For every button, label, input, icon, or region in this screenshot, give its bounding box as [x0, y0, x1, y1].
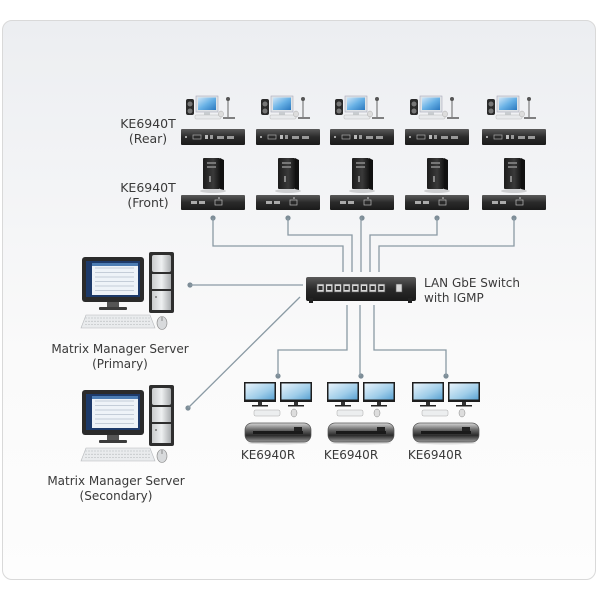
receiver-station: [244, 382, 312, 445]
keyboard-icon: [194, 114, 222, 120]
tx-rear-unit: [482, 95, 546, 145]
tx-front-model: KE6940T: [120, 180, 176, 195]
rx-connector-dot: [358, 373, 364, 379]
tx-rear-unit: [256, 95, 320, 145]
mouse-icon: [458, 408, 466, 418]
keyboard-icon: [418, 114, 446, 120]
keyboard-icon: [343, 114, 371, 120]
keyboard-icon: [336, 409, 364, 417]
keyboard-icon: [269, 114, 297, 120]
receiver-station: [327, 382, 395, 445]
tx-front-unit: [256, 158, 320, 210]
ke6940t-front-device: [330, 195, 394, 210]
tx-switch-cable: [287, 218, 353, 272]
screen-window: [92, 396, 138, 428]
tx-front-side: (Front): [127, 195, 169, 210]
receiver-label-1: KE6940R: [240, 448, 296, 462]
tx-switch-cable: [212, 218, 344, 272]
mouse-icon: [218, 110, 224, 118]
pc-tower-icon: [427, 158, 444, 189]
tx-rear-label: KE6940T (Rear): [108, 116, 188, 146]
server-secondary-cable: [187, 296, 301, 409]
tx-front-label: KE6940T (Front): [108, 180, 188, 210]
server-primary-name: Matrix Manager Server: [51, 342, 189, 356]
mouse-icon: [519, 110, 525, 118]
server-primary-label: Matrix Manager Server (Primary): [40, 342, 200, 372]
mouse-icon: [156, 449, 168, 463]
lan-switch: [306, 277, 416, 303]
tx-front-unit: [405, 158, 469, 210]
ke6940t-front-device: [405, 195, 469, 210]
keyboard-icon: [253, 409, 281, 417]
keyboard-icon: [495, 114, 523, 120]
tx-rear-unit: [330, 95, 394, 145]
tx-switch-cable: [369, 218, 438, 272]
switch-rx-cable: [373, 305, 447, 376]
receiver-label-2: KE6940R: [323, 448, 379, 462]
mouse-icon: [156, 316, 168, 330]
switch-rx-cable: [277, 305, 348, 376]
server-secondary-name: Matrix Manager Server: [47, 474, 185, 488]
matrix-manager-server-secondary: [80, 385, 174, 463]
mouse-icon: [290, 408, 298, 418]
matrix-manager-server-primary: [80, 252, 174, 330]
tx-switch-cable: [360, 217, 362, 272]
tx-rear-unit: [181, 95, 245, 145]
ke6940t-front-device: [181, 195, 245, 210]
tx-front-unit: [181, 158, 245, 210]
tx-front-unit: [330, 158, 394, 210]
ke6940t-front-device: [256, 195, 320, 210]
tx-front-unit: [482, 158, 546, 210]
pc-tower-icon: [352, 158, 369, 189]
server-secondary-role: (Secondary): [79, 489, 153, 503]
server-secondary-label: Matrix Manager Server (Secondary): [36, 474, 196, 504]
switch-label-line1: LAN GbE Switch: [424, 276, 520, 290]
receiver-label-3: KE6940R: [407, 448, 463, 462]
switch-label: LAN GbE Switch with IGMP: [424, 276, 520, 306]
screen-window: [92, 263, 138, 295]
tx-rear-model: KE6940T: [120, 116, 176, 131]
pc-tower-icon: [278, 158, 295, 189]
switch-label-line2: with IGMP: [424, 291, 484, 305]
receiver-station: [412, 382, 480, 445]
tx-rear-unit: [405, 95, 469, 145]
pc-tower-icon: [203, 158, 220, 189]
mouse-icon: [442, 110, 448, 118]
keyboard-icon: [421, 409, 449, 417]
mouse-icon: [293, 110, 299, 118]
tx-switch-cable: [378, 218, 515, 272]
ke6940t-front-device: [482, 195, 546, 210]
pc-tower-icon: [504, 158, 521, 189]
mouse-icon: [367, 110, 373, 118]
tx-rear-side: (Rear): [128, 131, 168, 146]
server-primary-role: (Primary): [92, 357, 148, 371]
switch-uplink-port: [395, 283, 403, 293]
mouse-icon: [373, 408, 381, 418]
